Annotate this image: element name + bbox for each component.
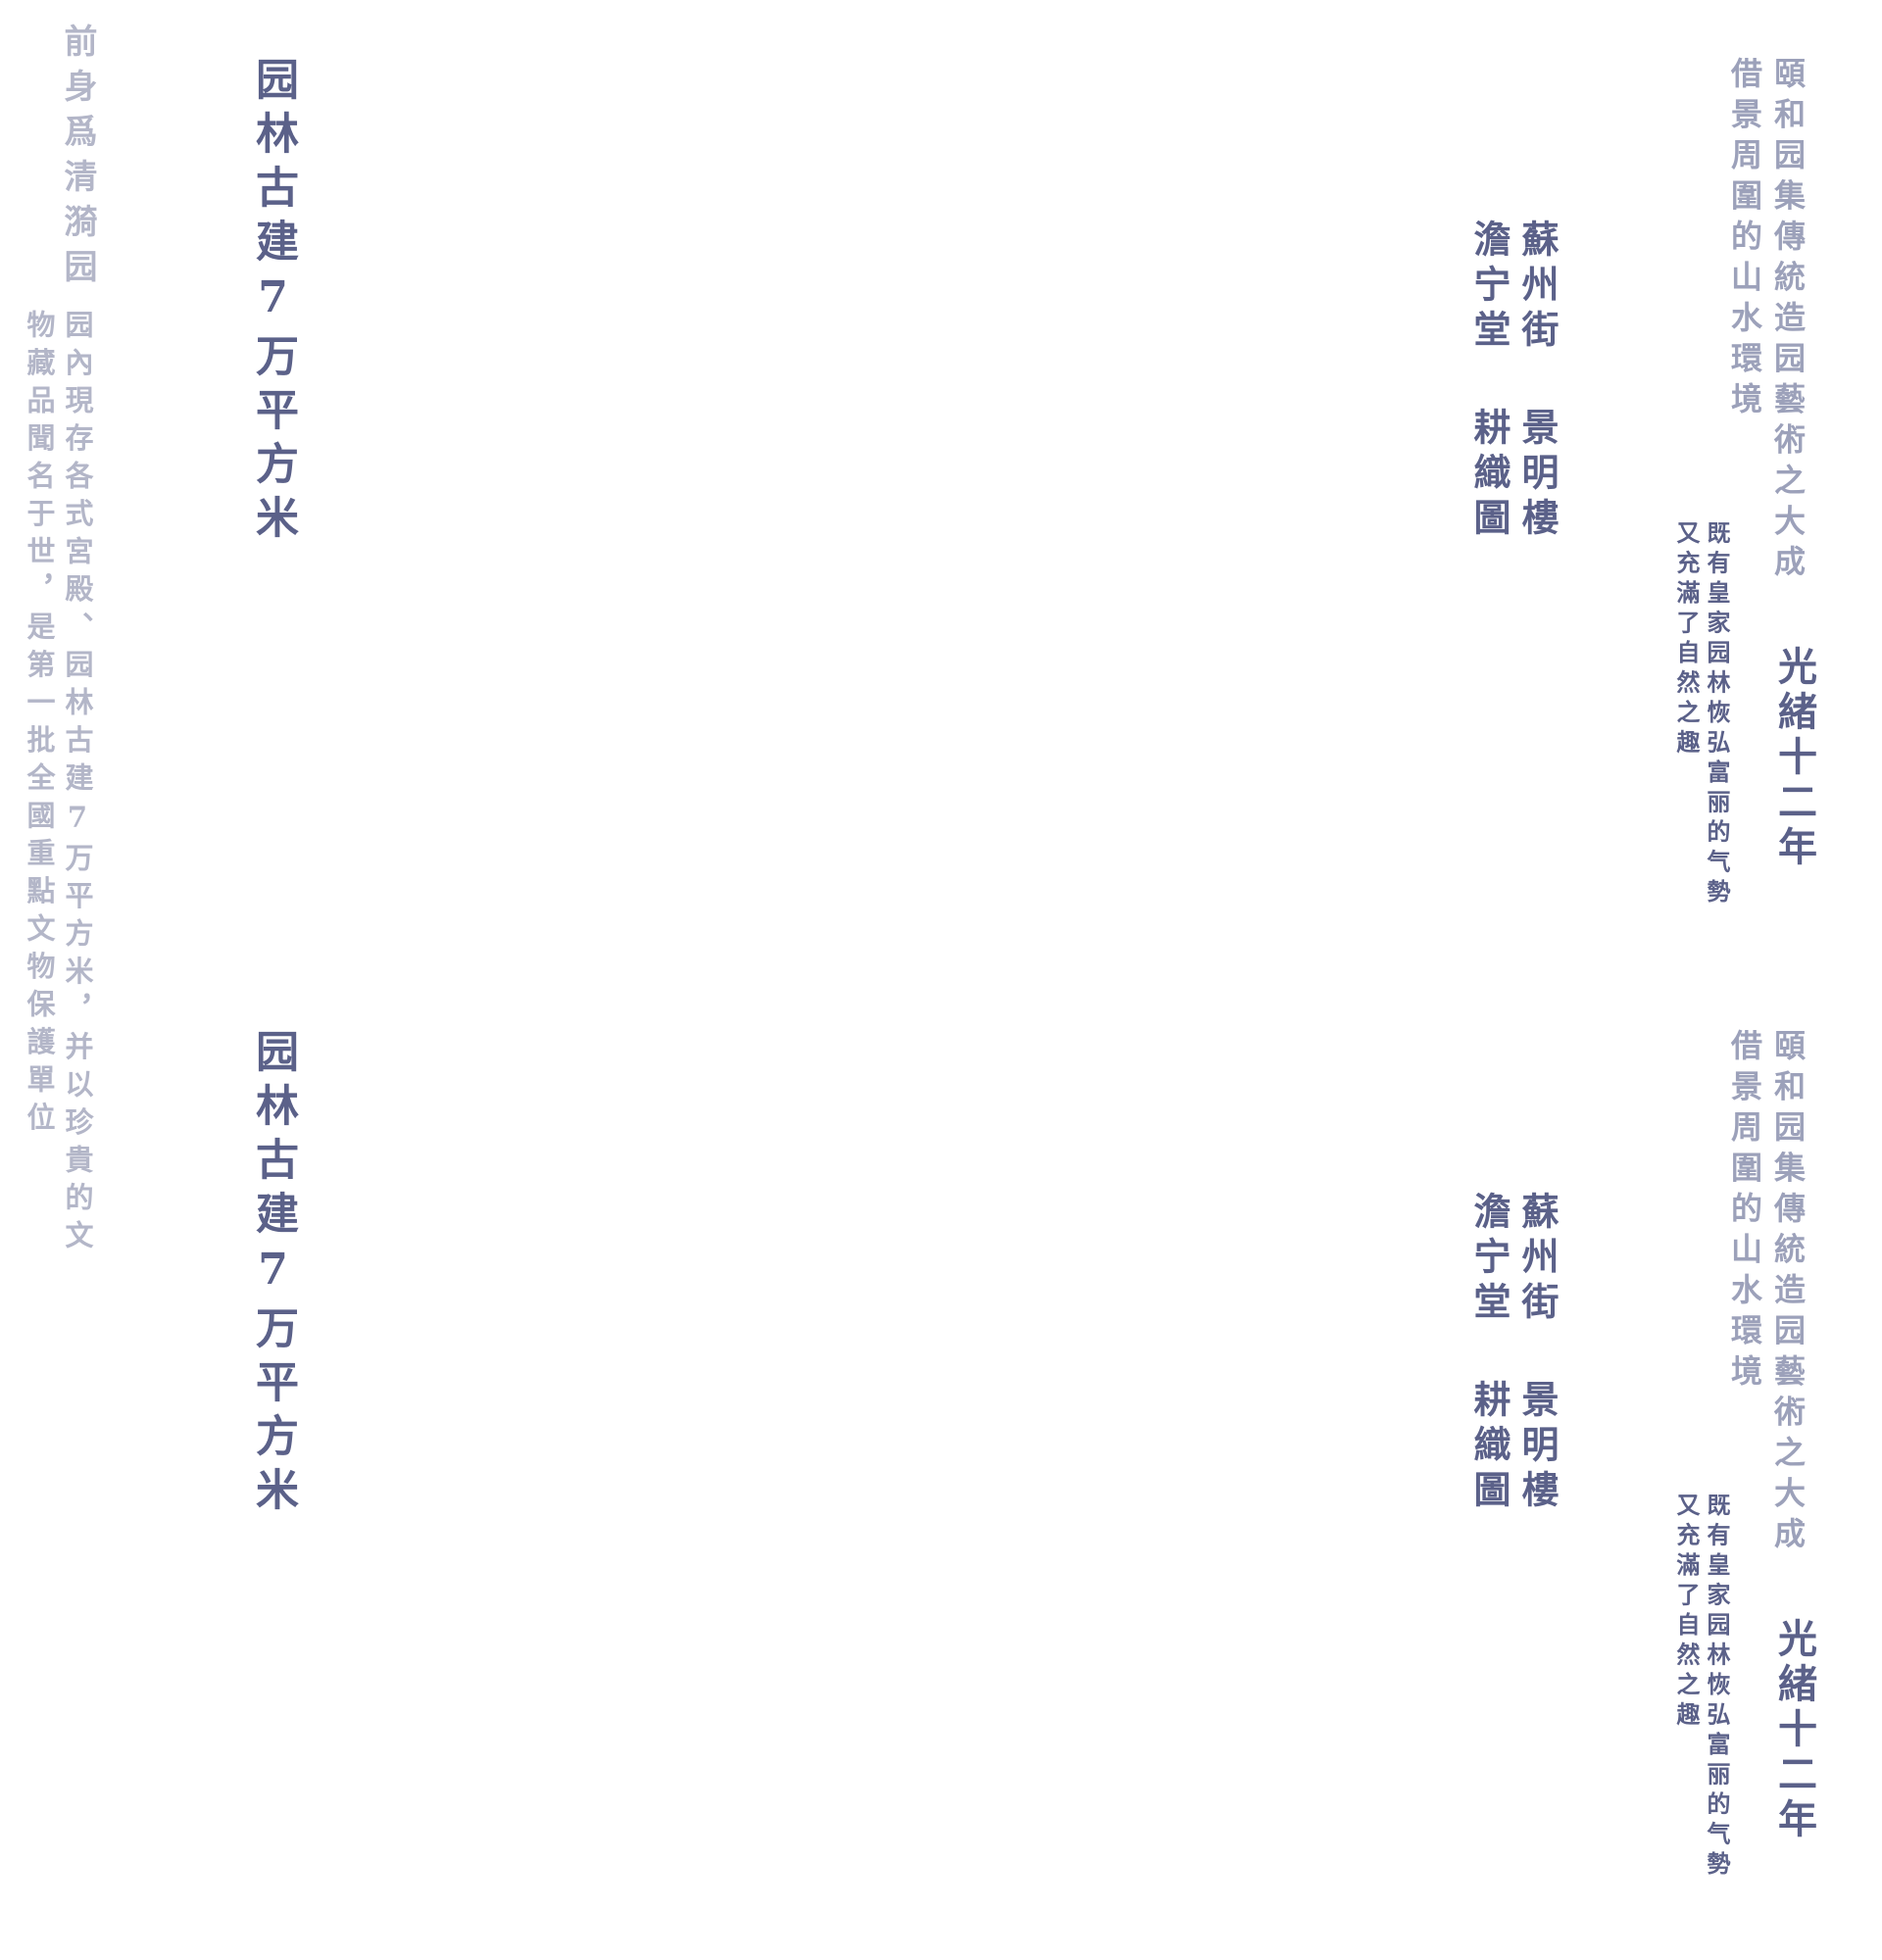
place-jingming-tower: 景明樓 bbox=[1515, 408, 1560, 543]
place-suzhou-street: 蘇州街 bbox=[1515, 1192, 1560, 1327]
description-column-2: 借景周圍的山水環境 bbox=[1726, 1029, 1763, 1396]
place-suzhou-street: 蘇州街 bbox=[1515, 220, 1560, 355]
intro-title: 前身爲清漪园 bbox=[58, 24, 97, 294]
year-label: 光緒十二年 bbox=[1771, 1618, 1817, 1843]
note-column-2: 又充滿了自然之趣 bbox=[1672, 520, 1701, 760]
area-heading: 园林古建7万平方米 bbox=[248, 57, 298, 549]
description-column-1: 頤和园集傳統造园藝術之大成 bbox=[1769, 57, 1807, 586]
note-column-2: 又充滿了自然之趣 bbox=[1672, 1493, 1701, 1732]
feature-block-1: 园林古建7万平方米 蘇州街 澹宁堂 景明樓 耕織圖 頤和园集傳統造园藝術之大成 … bbox=[248, 57, 1817, 909]
description-column-2: 借景周圍的山水環境 bbox=[1726, 57, 1763, 423]
description-column-1: 頤和园集傳統造园藝術之大成 bbox=[1769, 1029, 1807, 1558]
year-label: 光緒十二年 bbox=[1771, 646, 1817, 871]
feature-block-2: 园林古建7万平方米 蘇州街 澹宁堂 景明樓 耕織圖 頤和园集傳統造园藝術之大成 … bbox=[0, 972, 1882, 1952]
place-gengzhi-tu: 耕織圖 bbox=[1467, 1380, 1511, 1515]
place-danning-hall: 澹宁堂 bbox=[1467, 1192, 1511, 1327]
place-gengzhi-tu: 耕織圖 bbox=[1467, 408, 1511, 543]
place-danning-hall: 澹宁堂 bbox=[1467, 220, 1511, 355]
note-column-1: 既有皇家园林恢弘富丽的气勢 bbox=[1703, 520, 1731, 909]
place-jingming-tower: 景明樓 bbox=[1515, 1380, 1560, 1515]
area-heading: 园林古建7万平方米 bbox=[248, 1029, 298, 1521]
intro-body-column-2: 物藏品聞名于世，是第一批全國重點文物保護單位 bbox=[23, 310, 56, 1140]
note-column-1: 既有皇家园林恢弘富丽的气勢 bbox=[1703, 1493, 1731, 1882]
intro-body-column-1: 园內現存各式宮殿、园林古建7万平方米，并以珍貴的文 bbox=[61, 310, 94, 1258]
